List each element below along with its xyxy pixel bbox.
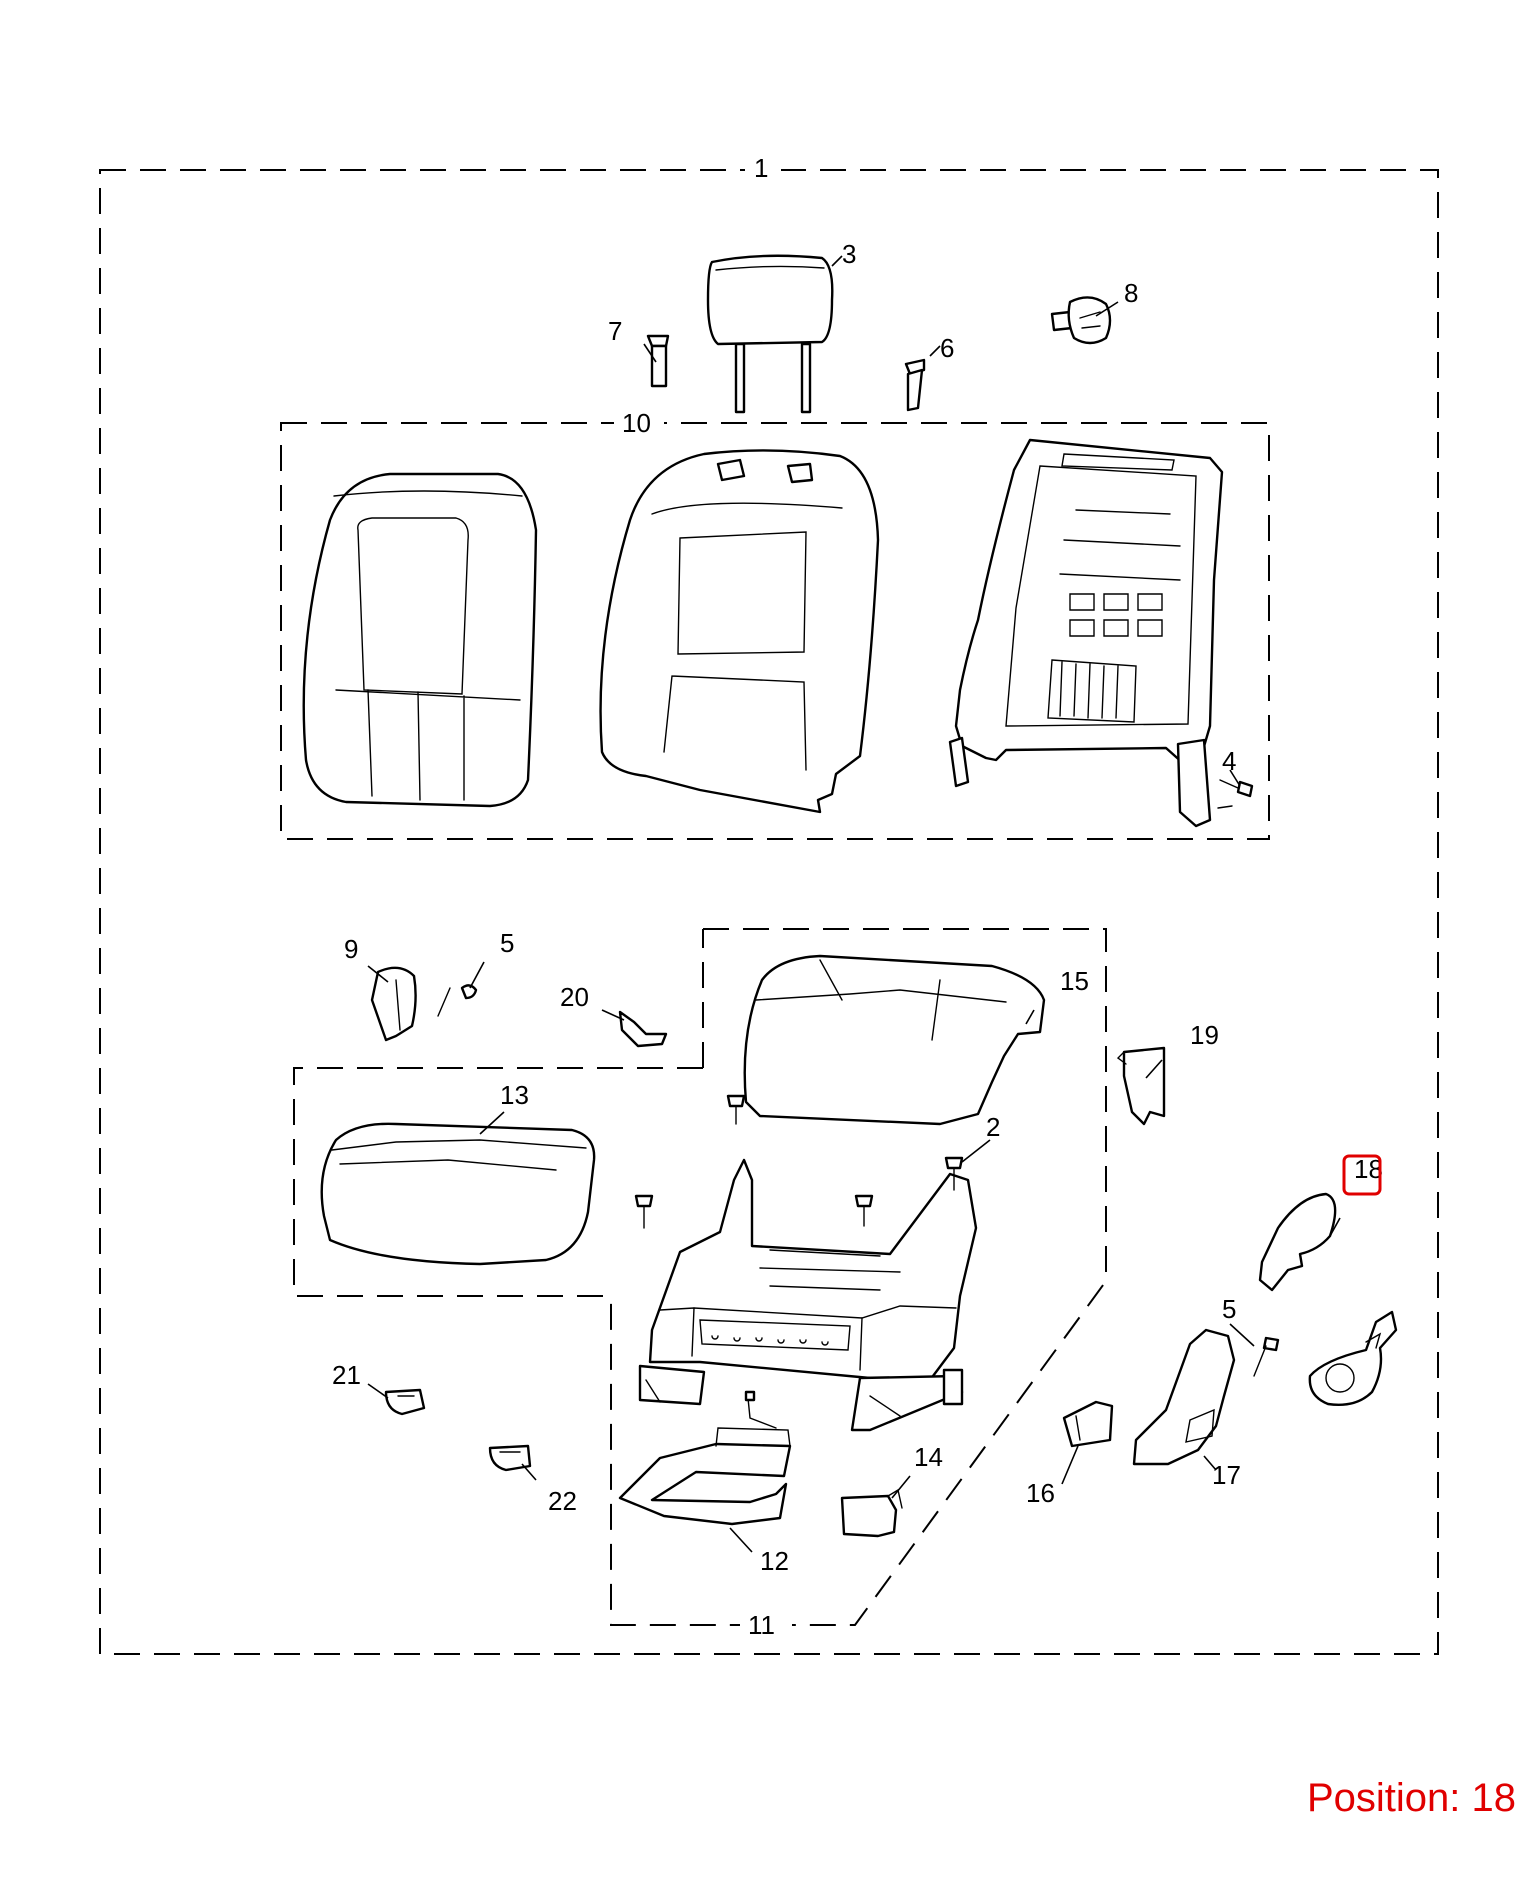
trim-screw[interactable] <box>1253 1336 1280 1377</box>
side-bracket[interactable] <box>1116 1046 1166 1126</box>
callout-2: 2 <box>986 1112 1000 1142</box>
seat-back-cover[interactable] <box>302 472 538 808</box>
callout-5-lower: 5 <box>1222 1294 1236 1324</box>
recliner-knob[interactable] <box>1050 296 1112 345</box>
callout-9: 9 <box>344 934 358 964</box>
callout-22: 22 <box>548 1486 577 1516</box>
callout-1: 1 <box>754 153 768 183</box>
callout-18-highlight <box>1342 1154 1382 1196</box>
callout-19: 19 <box>1190 1020 1219 1050</box>
headrest-guide-left[interactable] <box>646 334 670 388</box>
seat-cushion-cover[interactable] <box>743 954 1046 1126</box>
seat-back-frame[interactable] <box>948 438 1224 828</box>
seat-bolt-3[interactable] <box>854 1194 874 1227</box>
group-10-boundary <box>280 404 1270 840</box>
callout-15: 15 <box>1060 966 1089 996</box>
side-trim-lower[interactable] <box>1132 1328 1236 1466</box>
wire-clip[interactable] <box>618 1010 668 1048</box>
seat-back-panel[interactable] <box>599 449 880 814</box>
callout-6: 6 <box>940 333 954 363</box>
seat-bolt-2[interactable] <box>634 1194 654 1229</box>
callout-14: 14 <box>914 1442 943 1472</box>
recliner-cover-plate[interactable] <box>1308 1310 1398 1406</box>
seat-bolt-4[interactable] <box>944 1156 964 1191</box>
seat-back-trim-panel[interactable] <box>370 966 417 1042</box>
callout-13: 13 <box>500 1080 529 1110</box>
seat-switch[interactable] <box>840 1488 903 1538</box>
callout-17: 17 <box>1212 1460 1241 1490</box>
callout-20: 20 <box>560 982 589 1012</box>
callout-10: 10 <box>622 408 651 438</box>
side-shield-upper[interactable] <box>1258 1192 1337 1292</box>
seat-base-frame[interactable] <box>638 1158 978 1432</box>
callouts: 1 3 7 6 8 10 4 9 5 20 15 19 13 2 18 5 21… <box>332 153 1383 1640</box>
group-1-boundary <box>99 150 1439 1655</box>
callout-7: 7 <box>608 316 622 346</box>
callout-4: 4 <box>1222 746 1236 776</box>
seat-heater-pad[interactable] <box>618 1390 792 1526</box>
cushion-clip-right[interactable] <box>488 1444 532 1472</box>
callout-16: 16 <box>1026 1478 1055 1508</box>
group-11-boundary <box>610 928 1107 1642</box>
leader-lines <box>367 255 1341 1553</box>
seat-bolt-1[interactable] <box>726 1094 746 1125</box>
headrest[interactable] <box>706 254 834 414</box>
cushion-clip-left[interactable] <box>384 1388 426 1416</box>
position-caption: Position: 18 <box>1306 1776 1516 1820</box>
callout-12: 12 <box>760 1546 789 1576</box>
trim-cap[interactable] <box>1062 1400 1114 1448</box>
callout-8: 8 <box>1124 278 1138 308</box>
callout-3: 3 <box>842 239 856 269</box>
callout-11: 11 <box>748 1610 775 1640</box>
callout-21: 21 <box>332 1360 361 1390</box>
callout-5-upper: 5 <box>500 928 514 958</box>
seat-cushion-pad[interactable] <box>320 1122 596 1266</box>
recliner-bolt[interactable] <box>1217 779 1254 809</box>
group-13-boundary <box>293 929 704 1297</box>
headrest-guide-right[interactable] <box>904 358 926 412</box>
trim-clip[interactable] <box>437 984 478 1017</box>
